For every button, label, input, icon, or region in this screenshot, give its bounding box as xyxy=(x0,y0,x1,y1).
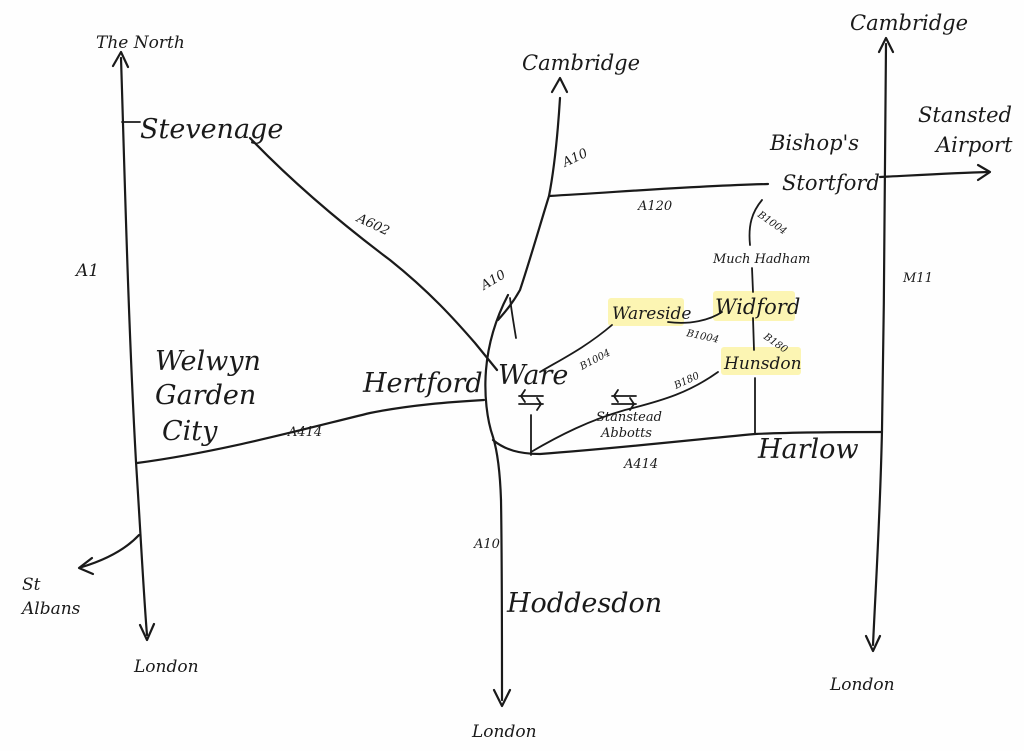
road-b1004-north xyxy=(748,199,763,246)
road-a1 xyxy=(119,56,149,637)
dest-stansted-line2: Airport xyxy=(934,133,1013,157)
place-bishops-line2: Stortford xyxy=(782,171,880,195)
arrow-cambridge-m11 xyxy=(877,36,895,54)
arrow-st-albans xyxy=(77,556,95,576)
road-stanstead-b180 xyxy=(530,371,719,453)
road-label-a414-west: A414 xyxy=(287,425,322,440)
road-label-a10-north: A10 xyxy=(559,146,590,171)
road-b1004-ware-wareside xyxy=(539,324,613,373)
road-a10-north xyxy=(496,96,562,322)
place-wareside: Wareside xyxy=(612,304,691,324)
road-label-b1004-north: B1004 xyxy=(754,209,788,237)
road-label-a120: A120 xyxy=(637,199,672,214)
highlight-wareside xyxy=(608,298,684,326)
road-to-stansted-airport xyxy=(878,170,990,179)
road-a120 xyxy=(547,182,770,198)
road-a414-west xyxy=(135,398,486,465)
road-m11 xyxy=(871,42,888,647)
road-label-b1004-widford: B1004 xyxy=(684,328,719,346)
arrow-cambridge-a10 xyxy=(550,76,569,94)
arrow-london-a10 xyxy=(492,688,512,708)
road-b1004-much-hadham xyxy=(751,267,754,293)
arrow-london-a1 xyxy=(138,622,156,642)
dest-london-a10: London xyxy=(471,722,537,742)
dest-the-north: The North xyxy=(96,33,185,53)
place-welwyn-line3: City xyxy=(162,416,218,447)
road-label-a10-south: A10 xyxy=(473,537,500,552)
highlight-widford xyxy=(713,291,795,321)
road-label-b1004-ware: B1004 xyxy=(577,348,612,374)
place-harlow: Harlow xyxy=(757,434,859,465)
place-hunsdon: Hunsdon xyxy=(723,354,802,374)
dest-london-m11: London xyxy=(829,675,895,695)
road-label-b180-hunsdon: B180 xyxy=(672,370,702,392)
highlight-hunsdon xyxy=(721,347,801,375)
place-hertford: Hertford xyxy=(362,368,483,399)
road-a10-south xyxy=(499,498,504,702)
road-b1004-wareside-widford xyxy=(667,311,723,324)
place-much-hadham: Much Hadham xyxy=(712,252,810,267)
arrow-london-m11 xyxy=(864,634,882,653)
place-bishops-line1: Bishop's xyxy=(769,131,859,155)
road-label-a414-east: A414 xyxy=(623,457,658,472)
road-label-a1: A1 xyxy=(74,261,99,281)
road-ware-inner xyxy=(509,297,517,339)
dest-london-a1: London xyxy=(133,657,199,677)
dest-st-albans-line2: Albans xyxy=(20,599,81,619)
place-stevenage: Stevenage xyxy=(140,114,283,145)
arrow-the-north xyxy=(111,50,130,69)
road-label-a10-ware: A10 xyxy=(478,268,509,294)
dest-stansted-line1: Stansted xyxy=(918,103,1012,127)
road-a602 xyxy=(248,136,499,372)
place-hoddesdon: Hoddesdon xyxy=(506,588,662,619)
place-stanstead-line1: Stanstead xyxy=(596,410,662,425)
place-welwyn-line2: Garden xyxy=(155,380,256,411)
dest-cambridge-m11: Cambridge xyxy=(850,11,968,35)
place-ware: Ware xyxy=(498,360,568,391)
railway-station-icon xyxy=(518,389,544,411)
road-to-st-albans xyxy=(80,533,141,569)
road-a414-east xyxy=(491,430,884,456)
dest-st-albans-line1: St xyxy=(22,575,41,595)
dest-cambridge-a10: Cambridge xyxy=(522,51,640,75)
place-widford: Widford xyxy=(715,295,800,319)
road-a10-ware-west xyxy=(484,293,510,502)
railway-station-icon xyxy=(611,389,637,411)
place-stanstead-line2: Abbotts xyxy=(600,426,652,441)
place-welwyn-line1: Welwyn xyxy=(155,346,261,377)
road-b180-widford xyxy=(752,317,755,351)
arrow-stansted-airport xyxy=(976,163,992,182)
road-label-m11: M11 xyxy=(902,271,933,286)
